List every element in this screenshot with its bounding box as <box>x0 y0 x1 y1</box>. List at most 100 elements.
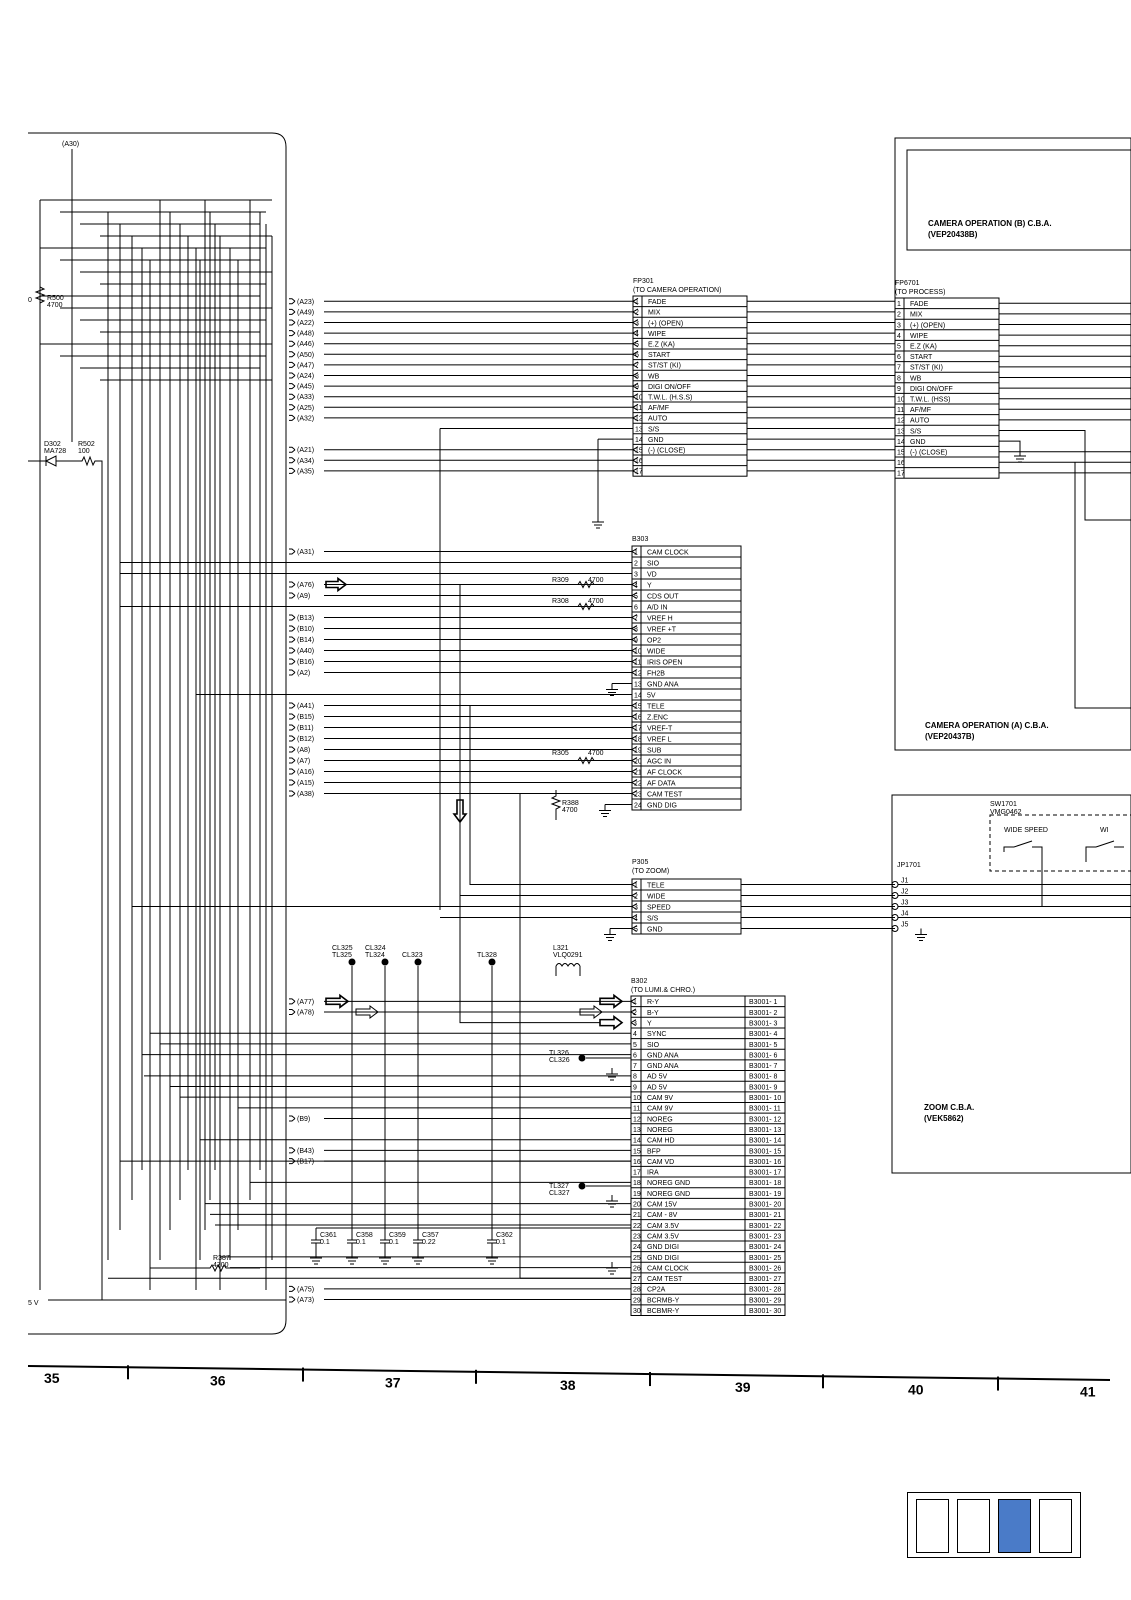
b303-pin-21-name: AF CLOCK <box>647 770 682 777</box>
b303-net-flag <box>289 779 296 786</box>
b303-pin-18-name: VREF L <box>647 737 672 744</box>
b303-wire-arrow <box>631 625 638 632</box>
fp301-net-16: (A34) <box>297 458 314 465</box>
b303-pin-number: 17 <box>634 726 642 733</box>
b302-pin-24-ref: B3001- 24 <box>749 1244 781 1251</box>
fp6701-pin-3-name: (+) (OPEN) <box>910 322 945 329</box>
b302-pin-7-ref: B3001- 7 <box>749 1063 778 1070</box>
wide-speed-label: WIDE SPEED <box>1004 827 1048 834</box>
b303-pin-number: 9 <box>634 638 638 645</box>
fp301-net-flag <box>289 308 296 315</box>
fp301-net-11: (A25) <box>297 405 314 412</box>
b302-pin-number: 25 <box>633 1255 641 1262</box>
b302-pin-26-ref: B3001- 26 <box>749 1265 781 1272</box>
b303-wire-arrow <box>631 790 638 797</box>
b302-net-28: (A75) <box>297 1286 314 1293</box>
b303-net-23: (A38) <box>297 791 314 798</box>
fp6701-pin-number: 5 <box>897 344 901 351</box>
p305-arrow <box>631 903 638 910</box>
b303-wire-arrow <box>631 647 638 654</box>
fp301-pin-number: 14 <box>635 437 643 444</box>
p305-pin-number: 3 <box>634 905 638 912</box>
r502-value: 100 <box>78 448 90 455</box>
b302-pin-number: 8 <box>633 1074 637 1081</box>
fp6701-pin-number: 4 <box>897 333 901 340</box>
grid-column-41: 41 <box>1080 1384 1096 1400</box>
fp301-wire-arrow <box>632 350 639 358</box>
b302-pin-number: 9 <box>633 1084 637 1091</box>
b303-pin-6-name: A/D IN <box>647 605 668 612</box>
cap-value-C357: 0.22 <box>422 1239 436 1246</box>
fp6701-pin-1-name: FADE <box>910 301 929 308</box>
b303-pin-17-name: VREF-T <box>647 726 673 733</box>
camera-op-b-part: (VEP20438B) <box>928 230 978 239</box>
fp301-net-flag <box>289 383 296 390</box>
b302-pin-21-name: CAM - 8V <box>647 1212 678 1219</box>
b302-pin-number: 28 <box>633 1287 641 1294</box>
fp6701-pin-number: 14 <box>897 439 905 446</box>
b303-net-5: (A9) <box>297 593 310 600</box>
fp301-net-flag <box>289 319 296 326</box>
b302-pin-20-ref: B3001- 20 <box>749 1202 781 1209</box>
fp6701-pin-number: 6 <box>897 354 901 361</box>
b302-pin-number: 5 <box>633 1042 637 1049</box>
b302-net-flag <box>289 1008 296 1015</box>
jp1701-pin-label-1: J1 <box>901 878 909 885</box>
b302-net-16: (B17) <box>297 1159 314 1166</box>
d302-part: MA728 <box>44 448 66 455</box>
b302-pin-29-name: BCRMB-Y <box>647 1297 680 1304</box>
fp301-pin-number: 9 <box>635 384 639 391</box>
b302-by-in-arrow <box>579 1004 603 1019</box>
grid-ticks <box>127 1365 999 1391</box>
b302-subtitle: (TO LUMI.& CHRO.) <box>631 987 695 994</box>
b303-net-flag <box>289 768 296 775</box>
b302-pin-29-ref: B3001- 29 <box>749 1297 781 1304</box>
b303-net-flag <box>289 724 296 731</box>
fp6701-pin-7-name: ST/ST (KI) <box>910 365 943 372</box>
b302-net-2: (A78) <box>297 1009 314 1016</box>
fp301-wire-arrow <box>632 372 639 379</box>
test-point-4 <box>488 958 496 966</box>
cap-value-C361: 0.1 <box>320 1239 330 1246</box>
b302-pin-5-ref: B3001- 5 <box>749 1042 778 1049</box>
b302-pin-10-name: CAM 9V <box>647 1095 673 1102</box>
b303-pin-number: 11 <box>634 660 641 667</box>
fp6701-pin-number: 1 <box>897 301 901 308</box>
r309-label: R309 <box>552 577 569 584</box>
b302-pin-number: 10 <box>633 1095 641 1102</box>
fp301-net-flag <box>289 298 296 305</box>
cap-ground-C362 <box>486 1252 498 1265</box>
b303-series-resistor-4 <box>577 580 595 589</box>
p305-pin-4-name: S/S <box>647 916 659 923</box>
b303-net-flag <box>289 614 296 621</box>
camera-op-a-part: (VEP20437B) <box>925 732 975 741</box>
b302-pin-19-ref: B3001- 19 <box>749 1191 781 1198</box>
jp1701-ground <box>915 928 927 941</box>
net-label-a30: (A30) <box>62 141 79 148</box>
fp6701-pin-13-name: S/S <box>910 428 922 435</box>
b303-wire-arrow <box>631 636 638 643</box>
p305-pin-number: 4 <box>634 916 638 923</box>
b303-net-flag <box>289 658 296 665</box>
fp6701-pin-11-name: AF/MF <box>910 407 931 414</box>
b302-ry-arrow <box>325 993 350 1009</box>
b303-net-flag <box>289 669 296 676</box>
cap-ground-C359 <box>379 1252 391 1265</box>
b302-pin-25-ref: B3001- 25 <box>749 1255 781 1262</box>
b303-pin-number: 22 <box>634 781 642 788</box>
fp301-pin-4-name: WIPE <box>648 331 666 338</box>
fp301-net-flag <box>289 361 296 368</box>
fp6701-return-wire <box>1074 462 1131 709</box>
b303-net-16: (B15) <box>297 714 314 721</box>
jp1701-pin-label-5: J5 <box>901 922 909 929</box>
fp301-net-flag <box>289 446 296 453</box>
fp6701-pin-number: 17 <box>897 471 905 478</box>
l321-label: L321 <box>553 945 569 952</box>
fp6701-pin-number: 11 <box>897 407 904 414</box>
b303-net-12: (A2) <box>297 670 310 677</box>
b303-pin-number: 8 <box>634 627 638 634</box>
b303-pin-number: 21 <box>634 770 642 777</box>
b303-pin-number: 7 <box>634 616 638 623</box>
fp301-title: FP301 <box>633 278 654 285</box>
b302-pin-22-name: CAM 3.5V <box>647 1223 679 1230</box>
